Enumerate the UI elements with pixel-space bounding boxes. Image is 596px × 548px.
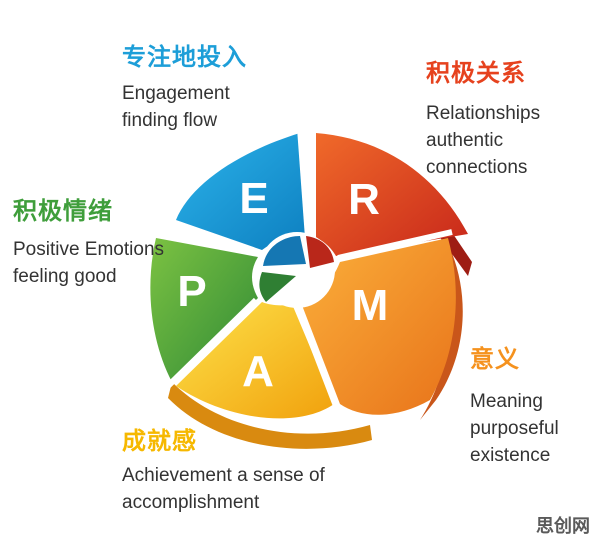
positive-emotions-text: Positive Emotions feeling good [13, 239, 165, 287]
label-achievement: 成就感 Achievement a sense of accomplishmen… [122, 426, 325, 516]
separator-pe [169, 221, 261, 256]
separator-rm [337, 229, 453, 261]
segment-e [176, 133, 308, 250]
segment-r [316, 133, 468, 256]
achievement-text: Achievement a sense of accomplishment [122, 465, 325, 513]
relationships-text: Relationships authentic connections [426, 103, 541, 178]
letter-e: E [239, 174, 268, 223]
relationships-title: 积极关系 [426, 59, 526, 87]
letter-m: M [352, 281, 389, 330]
letter-p: P [177, 267, 206, 316]
watermark: 思创网 [536, 516, 590, 537]
label-engagement: 专注地投入 Engagement finding flow [122, 42, 247, 134]
letter-r: R [348, 175, 380, 224]
engagement-title: 专注地投入 [122, 43, 247, 71]
letter-a: A [242, 347, 274, 396]
meaning-text: Meaning purposeful existence [470, 391, 559, 466]
segment-a [176, 302, 334, 419]
separator-er [297, 127, 311, 239]
label-meaning: 意义 Meaning purposeful existence [470, 344, 559, 469]
hub-p [259, 272, 296, 302]
hub-e [263, 236, 306, 266]
segment-m [300, 238, 456, 415]
hub-r [306, 236, 334, 268]
separator-pa [165, 297, 259, 389]
meaning-title: 意义 [470, 345, 520, 373]
engagement-text: Engagement finding flow [122, 83, 230, 131]
label-relationships: 积极关系 Relationships authentic connections [426, 58, 540, 181]
segment-p [150, 238, 258, 382]
segment-a-side [168, 382, 372, 449]
label-positive-emotions: 积极情绪 Positive Emotions feeling good [13, 196, 164, 290]
positive-emotions-title: 积极情绪 [13, 197, 113, 225]
separator-am [293, 300, 339, 408]
achievement-title: 成就感 [122, 427, 197, 455]
